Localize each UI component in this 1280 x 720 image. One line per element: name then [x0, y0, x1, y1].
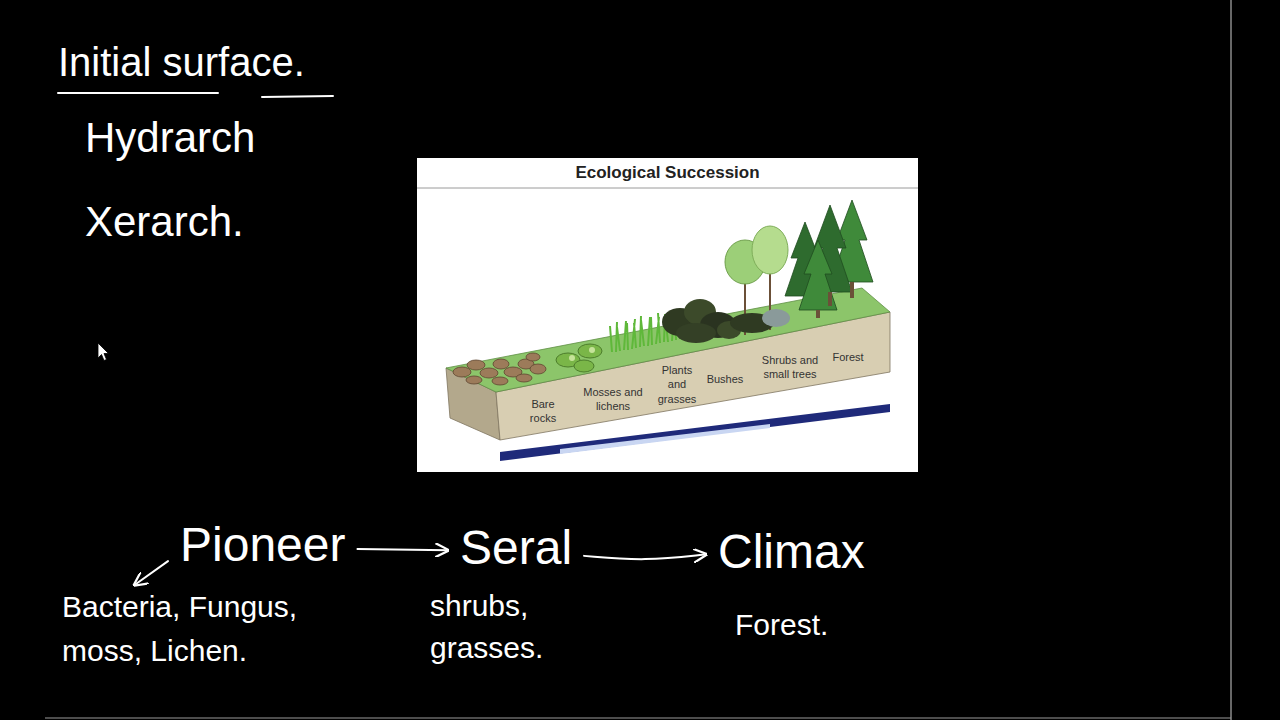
underline	[58, 93, 333, 97]
rock	[493, 359, 509, 369]
conifer-trunk	[850, 282, 854, 298]
rock	[480, 368, 498, 378]
lichen-spot	[569, 355, 575, 361]
heading: Initial surface.	[58, 39, 305, 85]
node-text: Seral	[460, 520, 572, 575]
succession-type: Xerarch.	[85, 198, 244, 246]
rock	[516, 374, 532, 382]
conifer-trunk	[816, 310, 820, 318]
lichen-spot	[589, 347, 595, 353]
node-text: Climax	[718, 524, 865, 579]
moss-patch	[578, 344, 602, 358]
succession-type: Hydrarch	[85, 114, 255, 162]
flow-arrow	[357, 549, 448, 550]
board-edge	[1231, 0, 1232, 720]
stage-label: Shrubs and small trees	[750, 353, 830, 382]
conifer	[799, 240, 837, 310]
stage-node: Seral	[448, 520, 584, 575]
stage-label: Bare rocks	[523, 397, 563, 426]
moss-patch	[574, 360, 594, 372]
small-trees	[725, 226, 790, 335]
rock	[466, 376, 482, 384]
mouse-cursor	[98, 343, 109, 361]
board-edge	[45, 718, 1231, 719]
rock	[467, 360, 485, 370]
stage-label: Forest	[823, 350, 873, 364]
stage-label: Mosses and lichens	[578, 385, 648, 414]
flow-arrow	[584, 554, 706, 559]
stage-label: Bushes	[700, 372, 750, 386]
example-node: Bacteria, Fungus, moss, Lichen.	[62, 585, 352, 672]
tree-crown	[752, 226, 788, 274]
shrub	[762, 309, 790, 327]
illustration-title: Ecological Succession	[417, 160, 918, 186]
example-list: Forest.	[735, 608, 828, 643]
conifer-trunk	[828, 292, 832, 306]
node-text: Pioneer	[180, 517, 345, 572]
node-text: Bacteria, Fungus, moss, Lichen.	[62, 585, 352, 672]
flow-arrow	[135, 561, 169, 585]
illustration-frame	[417, 158, 918, 472]
stage-label: Plants and grasses	[655, 363, 699, 406]
rock	[526, 353, 540, 361]
water-line	[500, 404, 890, 461]
water-shine	[560, 424, 770, 454]
rocks	[453, 353, 546, 385]
stage-node: Climax	[706, 524, 877, 579]
forest	[785, 200, 873, 318]
mosses	[556, 344, 602, 372]
bush	[676, 323, 716, 343]
example-list: shrubs, grasses.	[430, 585, 580, 669]
rock	[492, 377, 508, 385]
rock	[453, 367, 471, 377]
title-rule	[417, 188, 918, 189]
stage-node: Pioneer	[168, 517, 357, 572]
bushes	[662, 299, 741, 343]
rock	[530, 364, 546, 374]
